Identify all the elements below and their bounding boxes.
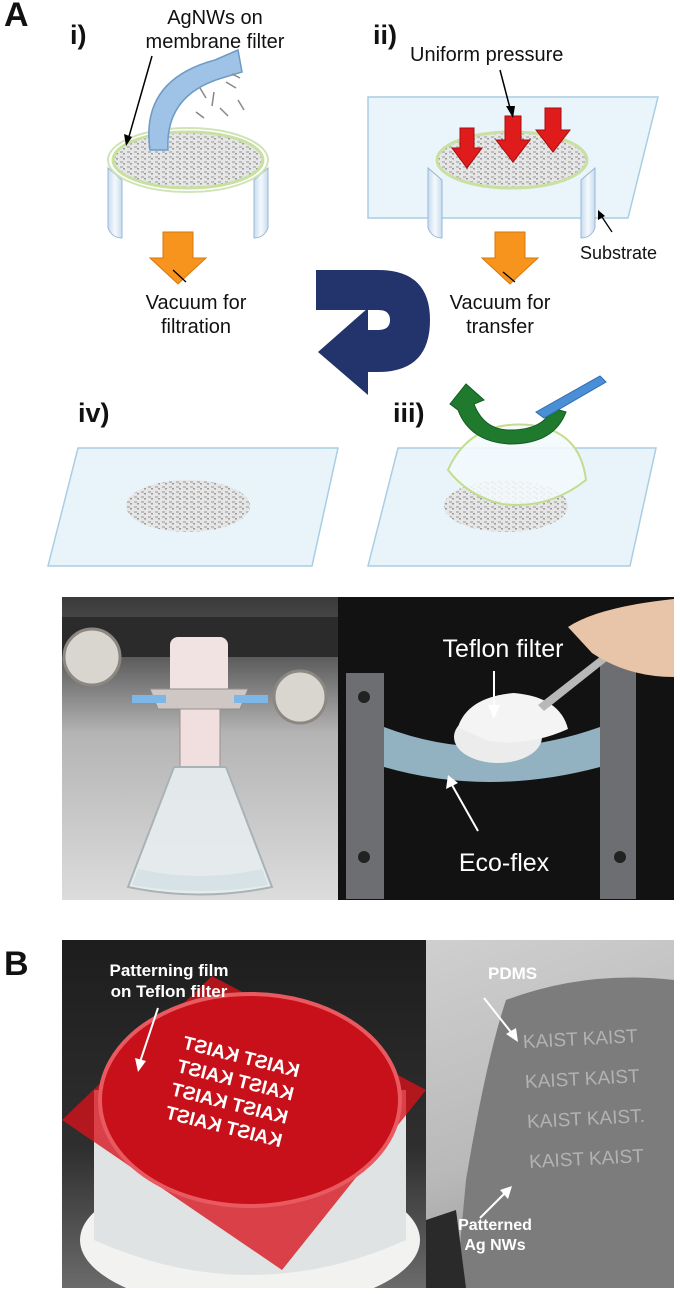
vacuum-arrow-icon [480, 231, 540, 285]
panel-a-letter: A [4, 0, 29, 34]
pressure-arrows-icon [451, 107, 572, 169]
eco-flex-label: Eco-flex [458, 849, 550, 877]
patterning-film-photo: Patterning film on Teflon filter KAIST K… [62, 940, 426, 1288]
filter-holder-i [107, 127, 269, 239]
filtration-setup-photo [62, 597, 338, 900]
pdms-label: PDMS [488, 964, 538, 983]
agnw-film-iv [126, 480, 250, 532]
uniform-pressure-label: Uniform pressure [410, 44, 564, 66]
teflon-filter-label: Teflon filter [442, 635, 564, 663]
step-ii-label: ii) [373, 20, 397, 50]
step-iv-label: iv) [78, 398, 110, 428]
panel-a-schematic [47, 48, 659, 567]
transfer-setup-photo: Teflon filter Eco-flex [338, 597, 674, 900]
pipette-icon [148, 48, 243, 151]
step-iii-label: iii) [393, 398, 425, 428]
process-cycle-arrow-icon [316, 270, 430, 395]
substrate-label: Substrate [580, 243, 658, 263]
vacuum-filtration-label: Vacuum for filtration [145, 292, 247, 338]
step-i-label: i) [70, 20, 87, 50]
panel-b-letter: B [4, 945, 29, 983]
vacuum-arrow-icon [148, 231, 208, 285]
patterning-film-label: Patterning film on Teflon filter [109, 961, 229, 1001]
patterned-agnws-label: Patterned Ag NWs [458, 1217, 532, 1254]
vacuum-transfer-label: Vacuum for transfer [449, 292, 551, 338]
tweezers-icon [535, 375, 607, 419]
falling-nanowires [195, 73, 245, 119]
agnws-label: AgNWs on membrane filter [145, 7, 285, 53]
pdms-photo: PDMS KAIST KAIST KAIST KAIST KAIST KAIST… [426, 940, 674, 1288]
